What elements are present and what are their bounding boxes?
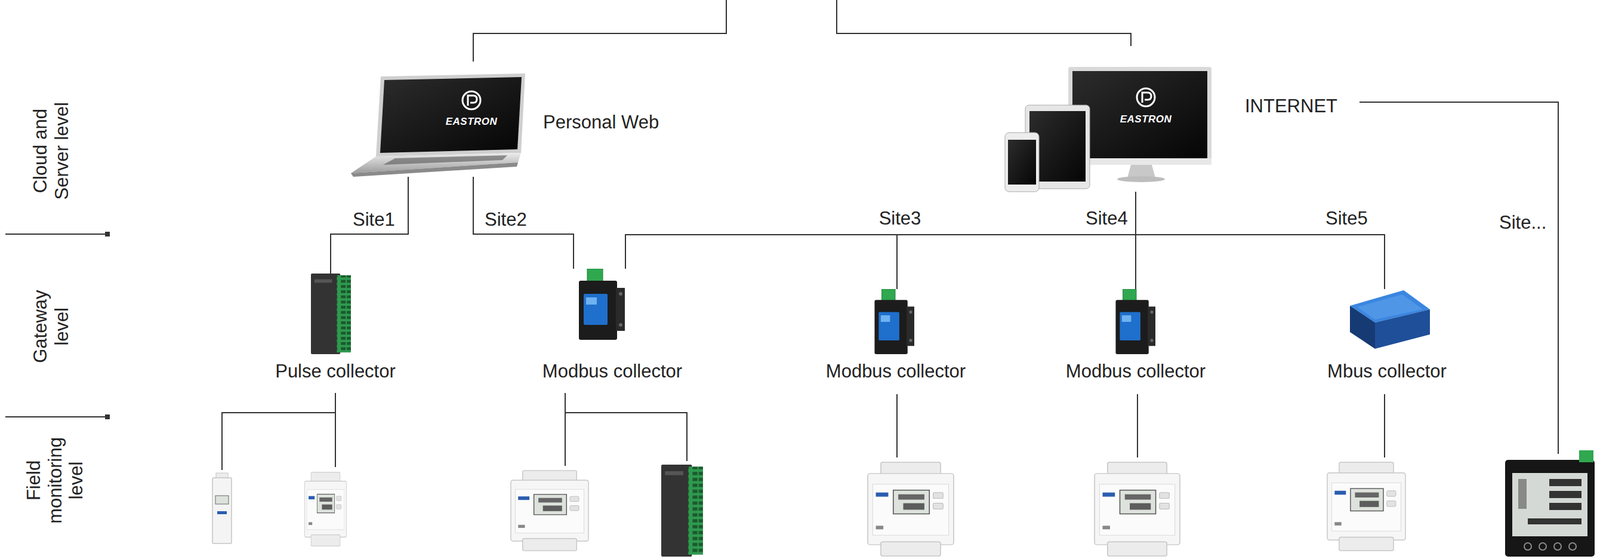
site-connector: [1135, 191, 1385, 289]
site-connector: [625, 191, 1136, 269]
node-label: Mbus collector: [1327, 360, 1447, 382]
node-label: Modbus collector: [1065, 360, 1206, 382]
collector-node: Pulse collector: [270, 273, 401, 385]
site-connector: [896, 191, 1136, 289]
level-label: Field monitoring level: [23, 423, 88, 537]
logo-text: EASTRON: [445, 115, 498, 128]
site-connector: [330, 176, 409, 274]
edge-label: Site3: [877, 208, 924, 229]
laptop-node: EASTRON Personal Web: [349, 73, 664, 177]
edge-label: Site1: [350, 209, 397, 230]
node-label: Modbus collector: [542, 360, 683, 382]
device-caption: INTERNET: [1244, 95, 1338, 117]
edge-label: Site2: [482, 209, 529, 230]
site-label: Site...: [1499, 211, 1547, 234]
level-label: Gateway level: [29, 269, 73, 384]
collector-node: Modbus collector: [821, 288, 971, 385]
level-label: Cloud and Server level: [29, 94, 73, 208]
logo-text: EASTRON: [1120, 113, 1173, 126]
device-caption: Personal Web: [543, 111, 659, 134]
edge-label: Site5: [1323, 208, 1370, 229]
node-label: Pulse collector: [275, 360, 396, 382]
collector-node: Modbus collector: [1061, 288, 1211, 385]
collector-node: Mbus collector: [1322, 288, 1452, 385]
edge-label: Site4: [1083, 208, 1130, 229]
node-label: Modbus collector: [825, 360, 966, 382]
site-connector: [473, 176, 574, 269]
screens-node: EASTRON INTERNET: [1004, 66, 1343, 192]
collector-node: Modbus collector: [537, 268, 687, 385]
